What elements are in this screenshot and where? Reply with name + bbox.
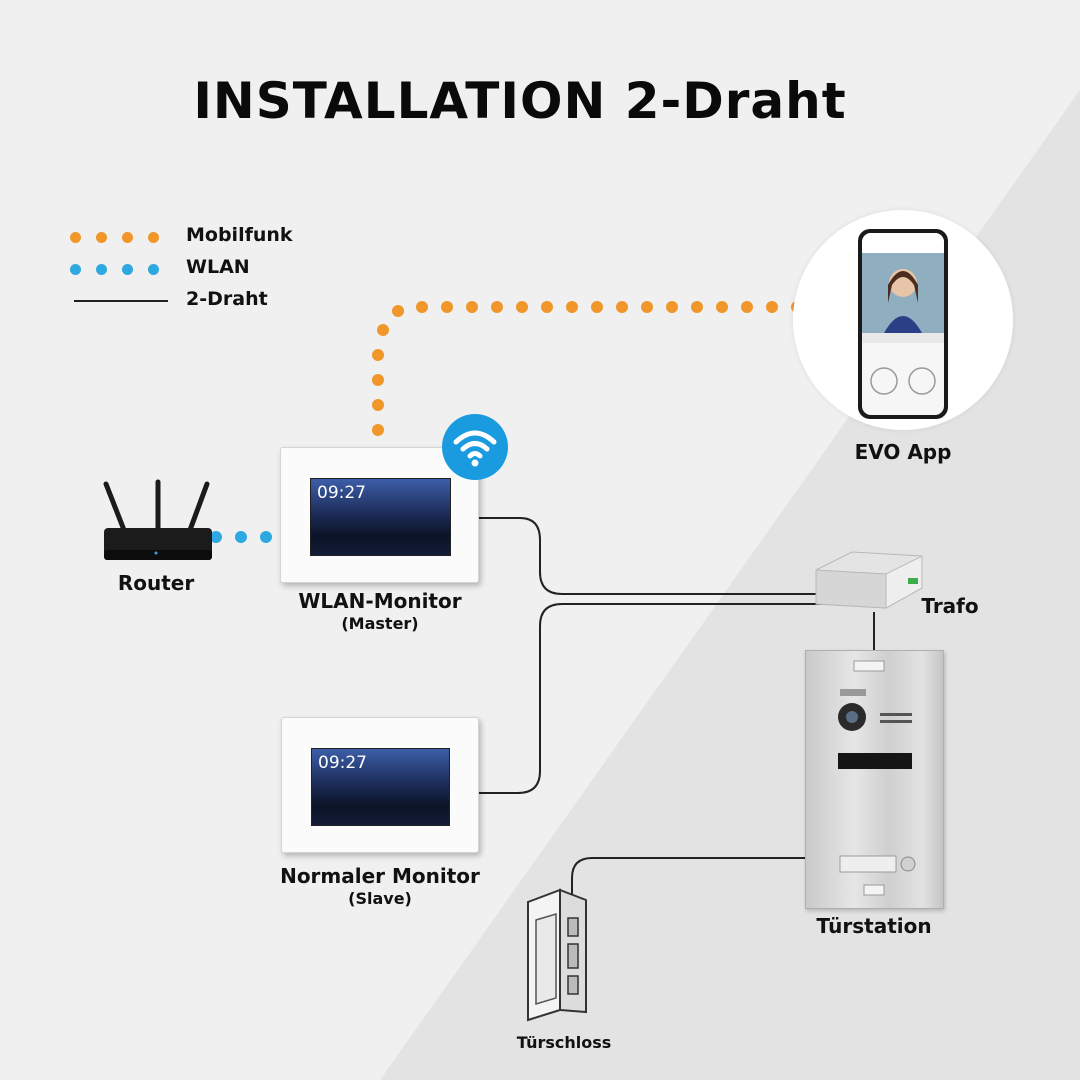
wire-normal-monitor-trafo xyxy=(478,603,835,794)
orange-dots-icon xyxy=(70,232,160,244)
transformer-icon xyxy=(815,551,923,609)
door-lock-label: Türschloss xyxy=(516,1033,612,1052)
normal-monitor-screen: 09:27 xyxy=(311,748,450,826)
wlan-monitor-label: WLAN-Monitor xyxy=(298,589,462,613)
wlan-monitor-screen: 09:27 xyxy=(310,478,451,556)
mobilfunk-connection xyxy=(372,301,853,436)
normal-monitor-label: Normaler Monitor xyxy=(280,864,480,888)
legend-label: Mobilfunk xyxy=(186,224,293,246)
wire-wlan-monitor-trafo xyxy=(478,517,835,595)
door-station-icon xyxy=(805,650,944,909)
smartphone-icon xyxy=(858,229,948,419)
diagram-title: INSTALLATION 2-Draht xyxy=(193,72,847,130)
normal-monitor-sublabel: (Slave) xyxy=(348,889,412,908)
wlan-monitor-sublabel: (Master) xyxy=(341,614,419,633)
router-label: Router xyxy=(117,571,195,595)
wifi-icon xyxy=(442,414,508,480)
legend-label: 2-Draht xyxy=(186,288,268,310)
wire-line-icon xyxy=(74,300,168,302)
legend-label: WLAN xyxy=(186,256,250,278)
clock-display: 09:27 xyxy=(318,753,367,773)
wire-door-station-lock xyxy=(571,857,805,902)
wlan-monitor: 09:27 xyxy=(280,447,479,583)
blue-dots-icon xyxy=(70,264,160,276)
normal-monitor: 09:27 xyxy=(281,717,479,853)
wlan-connection xyxy=(210,531,272,543)
app-label: EVO App xyxy=(854,440,952,464)
trafo-label: Trafo xyxy=(921,594,979,618)
clock-display: 09:27 xyxy=(317,483,366,503)
door-station-label: Türstation xyxy=(816,914,932,938)
